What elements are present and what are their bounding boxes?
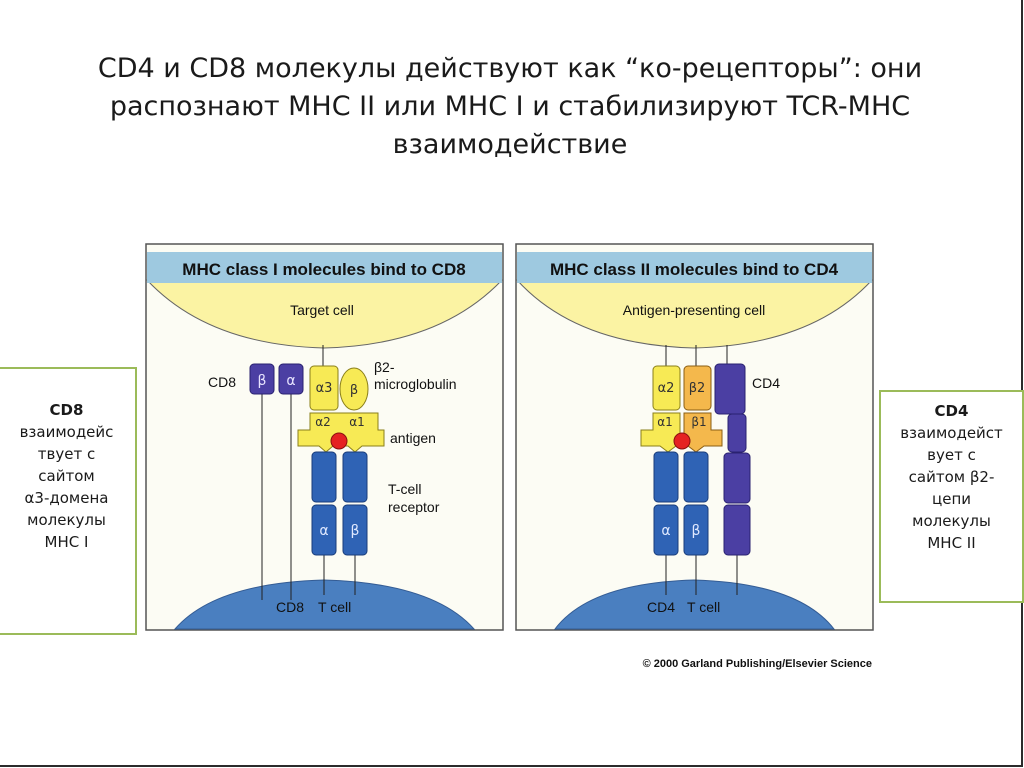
apc-cell-shape (515, 279, 874, 349)
cd8-note-line: молекулы (27, 511, 106, 529)
cd8-note-line: α3-домена (24, 489, 109, 507)
cd4-note-line: молекулы (912, 512, 991, 530)
cd4-note-line: сайтом β2- (908, 468, 995, 486)
tcr-alpha-c-domain-1 (311, 504, 337, 556)
cd4-note-box: CD4 взаимодейст вует с сайтом β2- цепи м… (879, 390, 1024, 603)
tcr-alpha-label-1: α (319, 523, 328, 539)
cd8-alpha-domain (278, 363, 304, 395)
antigen-label: antigen (390, 430, 436, 446)
cd8-note-heading: CD8 (49, 401, 84, 419)
slide-title: CD4 и CD8 молекулы действуют как “ко-рец… (20, 50, 1000, 164)
mhc1-alpha3-domain (309, 365, 339, 411)
panel-mhc-class-2: MHC class II molecules bind to CD4 Antig… (515, 243, 874, 631)
copyright-text: © 2000 Garland Publishing/Elsevier Scien… (643, 658, 872, 670)
mhc2-alpha2-label: α2 (658, 381, 675, 396)
mhc2-beta1-label: β1 (691, 415, 706, 429)
panel-mhc-class-1: MHC class I molecules bind to CD8 Target… (145, 243, 504, 631)
cd4-note-line: взаимодейст (900, 424, 1003, 442)
mhc1-alpha1-label: α1 (349, 415, 365, 429)
cd8-note-box: CD8 взаимодейс твует с сайтом α3-домена … (0, 367, 137, 635)
cd4-note-heading: CD4 (934, 402, 969, 420)
tcr-beta-v-domain-2 (683, 451, 709, 503)
cd8-beta-domain (249, 363, 275, 395)
cd4-note-line: МНС II (927, 534, 976, 552)
cd8-label: CD8 (208, 374, 236, 390)
antigen-peptide-1 (330, 432, 348, 450)
antigen-peptide-2 (673, 432, 691, 450)
mhc1-peptide-groove (297, 412, 385, 453)
tcr-alpha-label-2: α (661, 523, 670, 539)
mhc2-beta2-domain (683, 365, 712, 411)
mhc1-alpha2-label: α2 (315, 415, 331, 429)
cd4-label: CD4 (752, 375, 780, 391)
tcr-beta-c-domain-2 (683, 504, 709, 556)
tcr-beta-v-domain-1 (342, 451, 368, 503)
target-cell-label: Target cell (290, 302, 354, 318)
tcr-alpha-c-domain-2 (653, 504, 679, 556)
cd8-alpha-label: α (286, 373, 295, 389)
apc-cell-label: Antigen-presenting cell (623, 302, 765, 318)
cd8-beta-label: β (258, 373, 267, 389)
cd8-tcell-label-1: CD8 (276, 599, 304, 615)
tcr-beta-label-2: β (692, 523, 701, 539)
b2m-text-1: β2- (374, 359, 395, 375)
tcr-beta-label-1: β (351, 523, 360, 539)
title-line-2: распознают MHC II или MHC I и стабилизир… (109, 91, 911, 122)
tcr-alpha-v-domain-2 (653, 451, 679, 503)
mhc2-alpha1-label: α1 (657, 415, 673, 429)
tcr-alpha-v-domain-1 (311, 451, 337, 503)
mhc1-alpha3-label: α3 (316, 381, 333, 396)
panel-2-header-bg (517, 252, 872, 283)
target-cell-shape (145, 279, 504, 349)
mhc2-alpha2-domain (652, 365, 681, 411)
panel-1-header: MHC class I molecules bind to CD8 (182, 260, 465, 279)
beta2-microglobulin-domain (339, 367, 369, 411)
cd4-t-cell-shape (553, 579, 836, 630)
cd4-domain-1 (714, 363, 746, 415)
tcr-text-1: T-cell (388, 481, 421, 497)
mhc2-beta2-label: β2 (689, 381, 706, 396)
title-line-3: взаимодействие (392, 129, 628, 160)
cd8-note-line: взаимодейс (19, 423, 114, 441)
cd4-note-line: цепи (932, 490, 971, 508)
cd4-tcell-label-2: T cell (687, 599, 720, 615)
panel-2-header: MHC class II molecules bind to CD4 (550, 260, 839, 279)
cd4-tcell-label-1: CD4 (647, 599, 675, 615)
title-line-1: CD4 и CD8 молекулы действуют как “ко-рец… (97, 53, 923, 84)
panel-1-header-bg (147, 252, 502, 283)
b2m-text-2: microglobulin (374, 376, 456, 392)
cd8-note-line: твует с (37, 445, 96, 463)
cd4-domain-4 (723, 504, 751, 556)
beta2m-label: β (350, 383, 358, 398)
cd4-note-line: вует с (927, 446, 976, 464)
cd8-note-line: МНС I (44, 533, 89, 551)
cd4-domain-3 (723, 452, 751, 504)
tcr-text-2: receptor (388, 499, 440, 515)
cd8-tcell-label-2: T cell (318, 599, 351, 615)
cd4-domain-2 (727, 413, 747, 453)
cd8-note-line: сайтом (38, 467, 95, 485)
tcr-beta-c-domain-1 (342, 504, 368, 556)
